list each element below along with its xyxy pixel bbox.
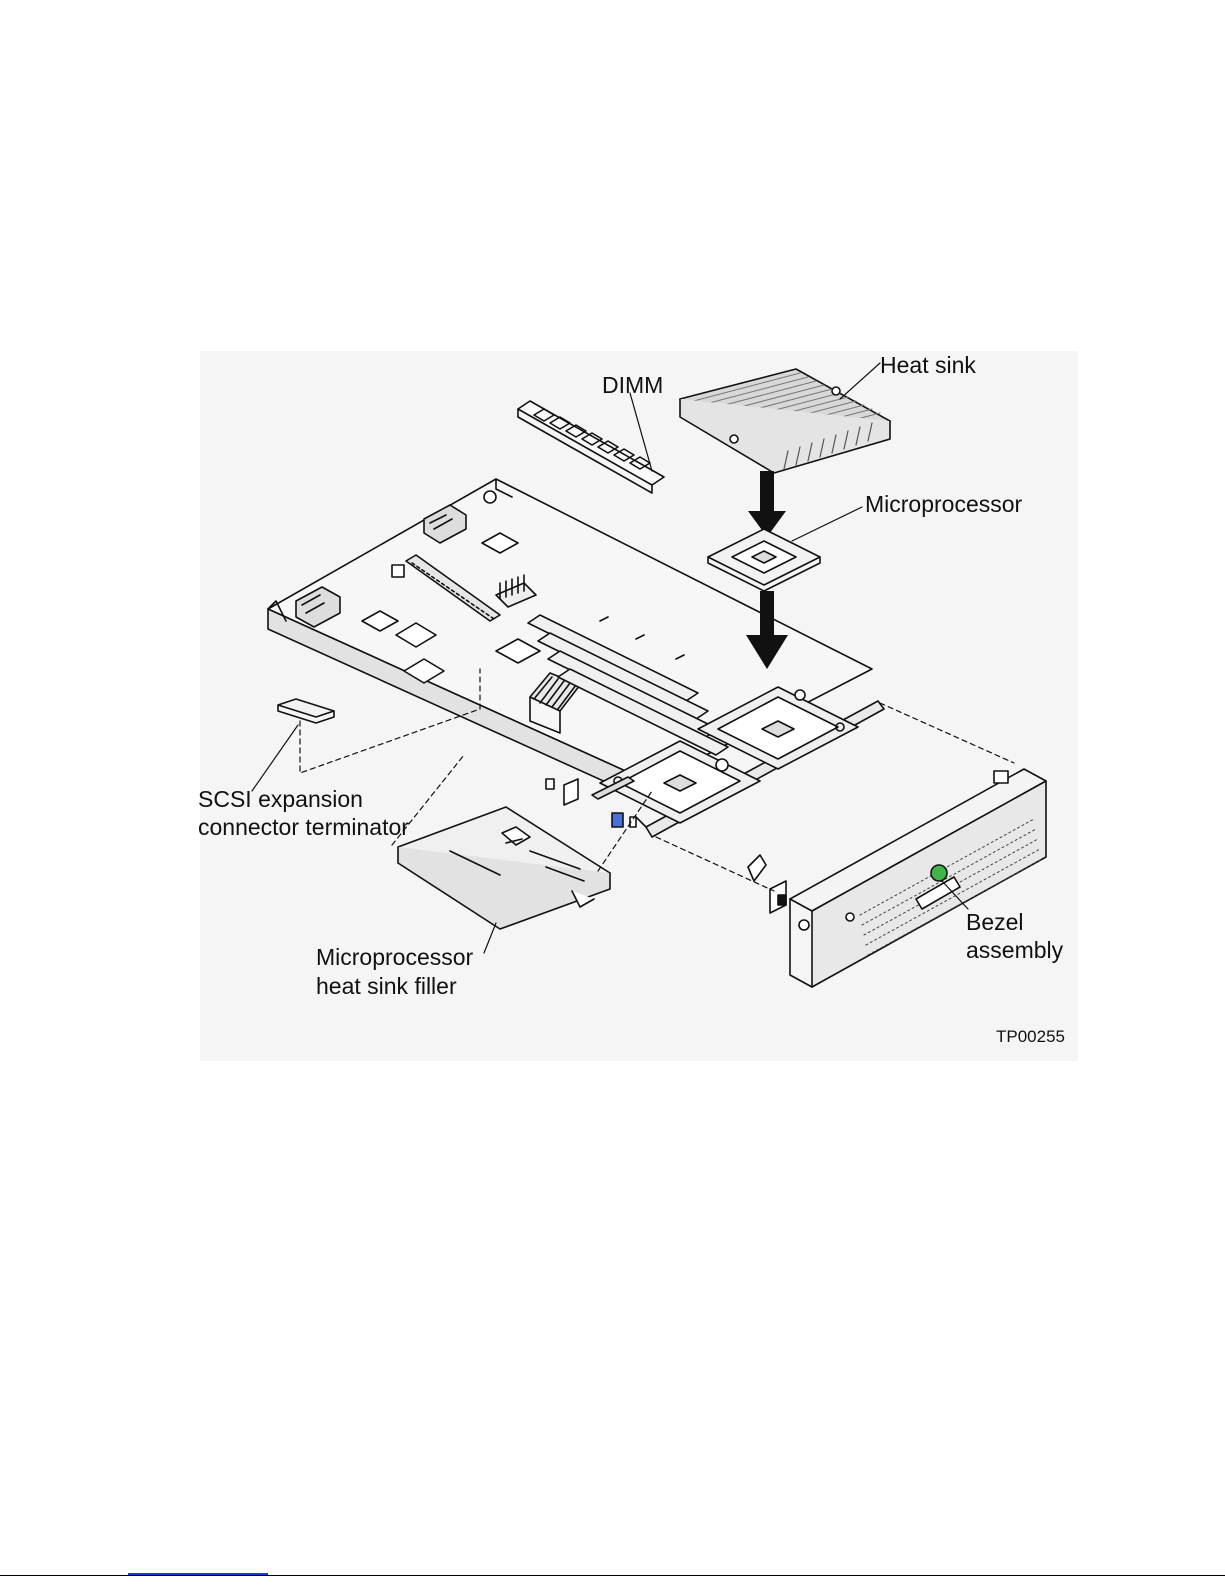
- front-board-parts: [546, 777, 636, 827]
- heat-sink-label: Heat sink: [880, 351, 976, 379]
- dimm-module: [518, 401, 664, 493]
- filler-leader-line: [484, 923, 496, 953]
- filler-label-line1: Microprocessor: [316, 943, 473, 971]
- figure-id: TP00255: [996, 1027, 1065, 1047]
- filler-label-line2: heat sink filler: [316, 972, 457, 1000]
- footer-rule: [0, 1575, 1225, 1576]
- exploded-assembly-figure: Heat sink DIMM Microprocessor SCSI expan…: [200, 351, 1078, 1061]
- scsi-label-line2: connector terminator: [198, 813, 409, 841]
- scsi-terminator: [278, 699, 334, 723]
- heat-sink-filler: [398, 807, 610, 929]
- microprocessor-label: Microprocessor: [865, 490, 1022, 518]
- bezel-label-line1: Bezel: [966, 908, 1024, 936]
- dimm-label: DIMM: [602, 371, 663, 399]
- blue-release-tab: [612, 813, 623, 827]
- filler-dashed-guide-b: [598, 791, 652, 871]
- bezel-label-line2: assembly: [966, 936, 1063, 964]
- heat-sink-leader-line: [840, 363, 880, 399]
- heat-sink: [680, 369, 890, 473]
- arrow-heat-sink-down: [748, 471, 786, 537]
- scsi-leader-line: [252, 725, 298, 791]
- scsi-label-line1: SCSI expansion: [198, 785, 363, 813]
- microprocessor-leader-line: [792, 507, 862, 541]
- bezel-green-button: [931, 865, 947, 881]
- bezel-dashed-guide-b: [880, 703, 1014, 763]
- microprocessor: [708, 529, 820, 591]
